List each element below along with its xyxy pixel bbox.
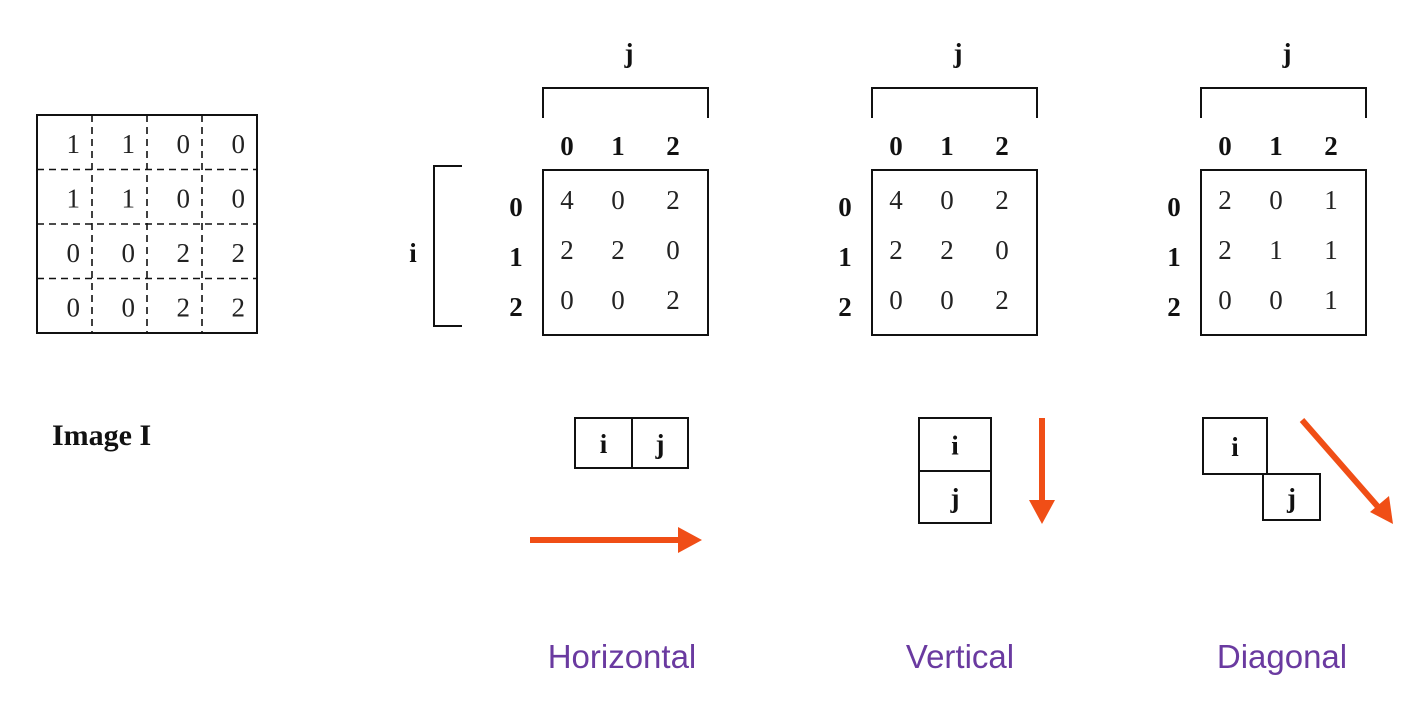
diagonal-pair-cell — [1202, 417, 1268, 475]
horizontal-pair-label: j — [655, 429, 665, 459]
column-index: 1 — [611, 131, 625, 161]
diagonal-pair-label: j — [1286, 483, 1296, 513]
vertical-pair-cell — [918, 470, 992, 524]
diagonal-matrix-cell: 1 — [1269, 235, 1283, 265]
row-index: 2 — [509, 292, 523, 322]
j-axis-bracket — [1200, 87, 1367, 118]
horizontal-caption: Horizontal — [548, 638, 697, 675]
column-index: 2 — [1324, 131, 1338, 161]
diagonal-matrix-cell: 1 — [1324, 235, 1338, 265]
j-axis-label: j — [953, 38, 963, 68]
horizontal-matrix-cell: 2 — [560, 235, 574, 265]
image-cell: 0 — [67, 293, 81, 323]
vertical-matrix-cell: 2 — [995, 285, 1009, 315]
image-cell: 0 — [177, 184, 191, 214]
image-cell: 2 — [177, 293, 191, 323]
horizontal-matrix-cell: 2 — [666, 185, 680, 215]
row-index: 1 — [509, 242, 523, 272]
image-cell: 0 — [122, 293, 136, 323]
vertical-matrix-border — [871, 169, 1038, 336]
image-cell: 1 — [122, 129, 136, 159]
image-cell: 0 — [122, 238, 136, 268]
column-index: 2 — [995, 131, 1009, 161]
image-label: Image I — [52, 419, 151, 452]
row-index: 0 — [1167, 192, 1181, 222]
row-index: 1 — [1167, 242, 1181, 272]
horizontal-matrix-cell: 0 — [560, 285, 574, 315]
diagonal-matrix-cell: 0 — [1269, 185, 1283, 215]
diagonal-pair-label: i — [1231, 432, 1239, 462]
diagonal-matrix-cell: 0 — [1218, 285, 1232, 315]
image-cell: 1 — [122, 184, 136, 214]
j-axis-label: j — [624, 38, 634, 68]
image-cell: 0 — [232, 184, 246, 214]
diagonal-direction-arrow — [1299, 418, 1382, 510]
row-index: 1 — [838, 242, 852, 272]
vertical-matrix-cell: 0 — [940, 185, 954, 215]
image-cell: 0 — [232, 129, 246, 159]
vertical-matrix-cell: 2 — [940, 235, 954, 265]
vertical-matrix-cell: 0 — [940, 285, 954, 315]
vertical-matrix-cell: 2 — [995, 185, 1009, 215]
j-axis-label: j — [1282, 38, 1292, 68]
column-index: 0 — [1218, 131, 1232, 161]
vertical-matrix-cell: 2 — [889, 235, 903, 265]
j-axis-bracket — [542, 87, 709, 118]
image-cell: 1 — [67, 184, 81, 214]
diagonal-pair-cell — [1262, 473, 1321, 521]
diagonal-arrowhead — [1370, 496, 1393, 524]
column-index: 2 — [666, 131, 680, 161]
image-cell: 2 — [232, 293, 246, 323]
horizontal-matrix-cell: 2 — [666, 285, 680, 315]
row-index: 0 — [509, 192, 523, 222]
horizontal-matrix-cell: 0 — [611, 185, 625, 215]
horizontal-matrix-cell: 2 — [611, 235, 625, 265]
row-index: 2 — [1167, 292, 1181, 322]
diagonal-matrix-cell: 1 — [1324, 285, 1338, 315]
diagonal-matrix-cell: 1 — [1324, 185, 1338, 215]
vertical-caption: Vertical — [906, 638, 1014, 675]
vertical-arrowhead — [1029, 500, 1055, 524]
j-axis-bracket — [871, 87, 1038, 118]
i-axis-bracket — [433, 165, 462, 327]
image-cell: 0 — [67, 238, 81, 268]
diagonal-matrix-cell: 2 — [1218, 185, 1232, 215]
horizontal-arrowhead — [678, 527, 702, 553]
diagonal-matrix-cell: 2 — [1218, 235, 1232, 265]
vertical-pair-label: j — [950, 483, 960, 513]
horizontal-matrix-cell: 0 — [611, 285, 625, 315]
horizontal-matrix-border — [542, 169, 709, 336]
horizontal-pair-label: i — [600, 429, 608, 459]
diagonal-caption: Diagonal — [1217, 638, 1347, 675]
row-index: 2 — [838, 292, 852, 322]
image-cell: 1 — [67, 129, 81, 159]
image-cell: 2 — [232, 238, 246, 268]
image-cell: 2 — [177, 238, 191, 268]
diagonal-matrix-border — [1200, 169, 1367, 336]
column-index: 0 — [889, 131, 903, 161]
column-index: 1 — [1269, 131, 1283, 161]
vertical-pair-label: i — [951, 431, 959, 461]
column-index: 1 — [940, 131, 954, 161]
diagonal-matrix-cell: 0 — [1269, 285, 1283, 315]
vertical-matrix-cell: 4 — [889, 185, 903, 215]
vertical-matrix-cell: 0 — [995, 235, 1009, 265]
i-axis-label: i — [409, 238, 417, 268]
column-index: 0 — [560, 131, 574, 161]
horizontal-matrix-cell: 0 — [666, 235, 680, 265]
image-cell: 0 — [177, 129, 191, 159]
horizontal-pair-cell — [631, 417, 689, 469]
horizontal-matrix-cell: 4 — [560, 185, 574, 215]
vertical-matrix-cell: 0 — [889, 285, 903, 315]
row-index: 0 — [838, 192, 852, 222]
